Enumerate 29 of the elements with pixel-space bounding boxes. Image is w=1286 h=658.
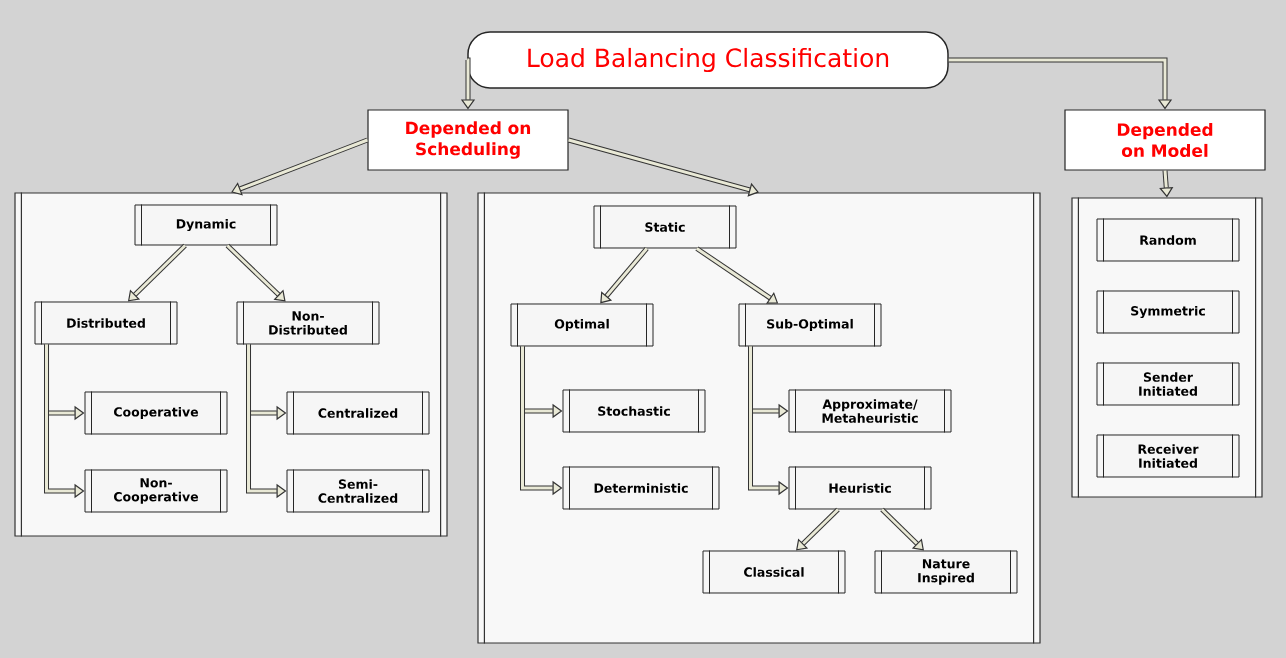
process-box: Random (1096, 218, 1240, 262)
process-box: Optimal (510, 303, 654, 347)
title-box: Load Balancing Classification (467, 31, 949, 89)
process-box: Classical (702, 550, 846, 594)
process-box: Heuristic (788, 466, 932, 510)
arrow (225, 243, 286, 302)
process-box: Non-Cooperative (84, 469, 228, 513)
arrow (600, 246, 649, 304)
process-box: Semi-Centralized (286, 469, 430, 513)
process-box: Dynamic (134, 204, 278, 246)
process-box: Cooperative (84, 391, 228, 435)
process-box: Nature Inspired (874, 550, 1018, 594)
category-box: Depended on Scheduling (367, 109, 569, 171)
category-box: Depended on Model (1064, 109, 1266, 171)
process-box: Distributed (34, 301, 178, 345)
arrow (231, 137, 369, 196)
arrow (567, 137, 759, 197)
process-box: Non-Distributed (236, 301, 380, 345)
arrow (880, 507, 924, 551)
process-box: Sender Initiated (1096, 362, 1240, 406)
process-box: Stochastic (562, 389, 706, 433)
process-box: Sub-Optimal (738, 303, 882, 347)
process-box: Static (593, 205, 737, 249)
process-box: Receiver Initiated (1096, 434, 1240, 478)
process-box: Symmetric (1096, 290, 1240, 334)
arrow (796, 507, 840, 551)
process-box: Centralized (286, 391, 430, 435)
process-box: Approximate/ Metaheuristic (788, 389, 952, 433)
process-box: Deterministic (562, 466, 720, 510)
